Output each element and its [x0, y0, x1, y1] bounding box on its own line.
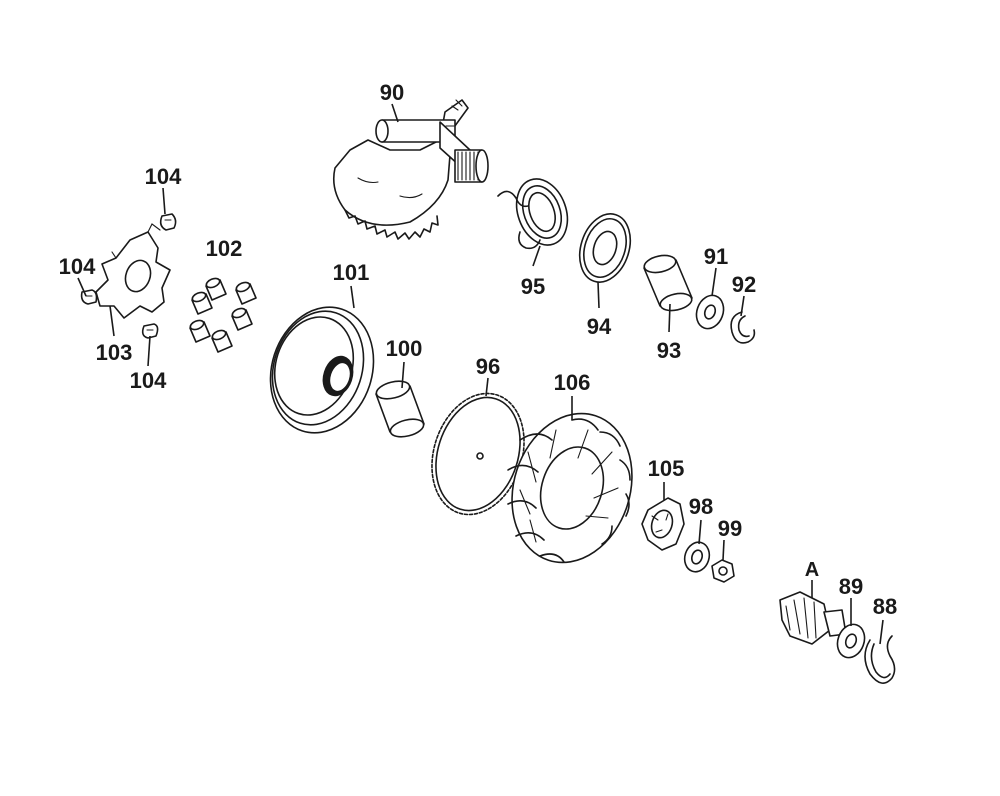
slider-104-bottom — [141, 323, 159, 339]
kick-shaft-sector-gear — [332, 99, 489, 240]
starter-pinion-A — [779, 591, 847, 645]
variator-rollers-102 — [189, 277, 257, 353]
callout-106: 106 — [554, 370, 591, 395]
washer-91 — [695, 294, 725, 330]
callout-94: 94 — [587, 314, 612, 339]
thrust-washer-94 — [578, 213, 632, 283]
leader-96 — [485, 377, 489, 397]
washer-89 — [836, 623, 866, 659]
callout-92: 92 — [732, 272, 756, 297]
nut-99 — [711, 559, 735, 583]
callout-95: 95 — [521, 274, 545, 299]
leader-100 — [401, 361, 405, 389]
callout-104-left: 104 — [59, 254, 96, 279]
circlip-92 — [730, 311, 756, 344]
callout-90: 90 — [380, 80, 404, 105]
leader-104-left — [77, 277, 87, 297]
callout-100: 100 — [386, 336, 423, 361]
callout-91: 91 — [704, 244, 728, 269]
spring-clip-88 — [864, 635, 896, 684]
roller — [189, 319, 211, 343]
callout-104-bottom: 104 — [130, 368, 167, 393]
starter-driven-plate-105 — [641, 497, 685, 551]
leader-91 — [711, 267, 717, 297]
roller — [235, 281, 257, 305]
ramp-plate-103 — [95, 223, 171, 319]
leader-101 — [350, 285, 355, 309]
callout-104-top: 104 — [145, 164, 182, 189]
leader-90 — [391, 103, 399, 123]
leader-92 — [740, 295, 745, 317]
washer-98 — [683, 541, 711, 573]
variator-sleeve-100 — [375, 380, 425, 438]
leader-104-bottom — [147, 335, 151, 367]
callout-101: 101 — [333, 260, 370, 285]
callout-A: A — [805, 559, 819, 581]
leader-99 — [722, 539, 725, 561]
callout-88: 88 — [873, 594, 897, 619]
roller — [205, 277, 227, 301]
cooling-fan-106 — [507, 412, 633, 564]
roller — [231, 307, 253, 331]
leader-lines — [77, 103, 884, 645]
callout-105: 105 — [648, 456, 685, 481]
bushing-93 — [643, 254, 693, 312]
callout-89: 89 — [839, 574, 863, 599]
callout-99: 99 — [718, 516, 742, 541]
starter-ring-gear-96 — [431, 392, 525, 516]
leader-103 — [109, 305, 115, 337]
leader-88 — [879, 619, 884, 645]
slider-104-top — [159, 213, 177, 231]
leader-98 — [698, 519, 702, 545]
leader-95 — [532, 245, 541, 267]
callout-102: 102 — [206, 236, 243, 261]
variator-pulley-101 — [269, 306, 375, 434]
callout-96: 96 — [476, 354, 500, 379]
callout-98: 98 — [689, 494, 713, 519]
callout-93: 93 — [657, 338, 681, 363]
kick-return-spring — [497, 178, 569, 250]
roller — [211, 329, 233, 353]
callout-labels: 90 95 94 93 91 92 104 104 103 104 102 10… — [59, 80, 898, 619]
leader-104-top — [162, 187, 166, 215]
leader-94 — [597, 281, 600, 309]
roller — [191, 291, 213, 315]
callout-103: 103 — [96, 340, 133, 365]
leader-93 — [668, 303, 671, 333]
